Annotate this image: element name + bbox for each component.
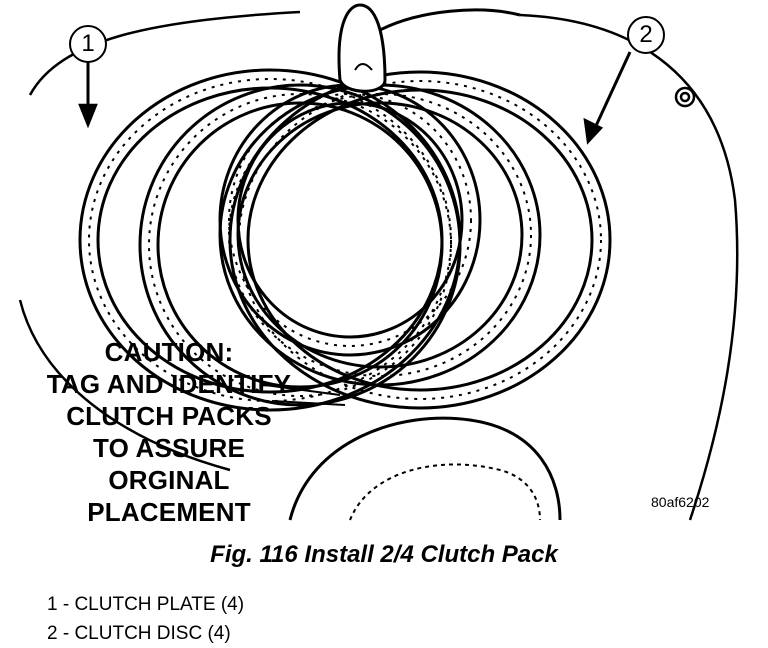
caution-leader	[264, 384, 346, 406]
fingers	[337, 3, 387, 93]
caution-line: PLACEMENT	[87, 497, 251, 527]
transmission-case-outline	[28, 10, 739, 521]
caution-line: TAG AND IDENTIFY	[46, 369, 292, 399]
hub-splines	[288, 416, 562, 521]
callout-2: 2	[627, 16, 665, 54]
caution-line: CAUTION:	[104, 337, 234, 367]
clutch-discs	[218, 70, 612, 410]
legend-item: 1 - CLUTCH PLATE (4)	[47, 594, 245, 615]
callout-1: 1	[69, 25, 107, 63]
caution-line: CLUTCH PACKS	[66, 401, 272, 431]
caution-note: CAUTION: TAG AND IDENTIFY CLUTCH PACKS T…	[30, 336, 308, 528]
case-bolt-hole	[674, 86, 696, 108]
caution-line: TO ASSURE	[92, 433, 246, 463]
legend-item: 2 - CLUTCH DISC (4)	[47, 623, 231, 644]
caution-line: ORGINAL	[108, 465, 230, 495]
legend: 1 - CLUTCH PLATE (4) 2 - CLUTCH DISC (4)	[47, 590, 244, 648]
callout-2-leader	[593, 51, 632, 129]
figure-id: 80af6202	[651, 494, 710, 510]
clutch-pack-illustration	[18, 3, 739, 521]
figure-caption: Fig. 116 Install 2/4 Clutch Pack	[210, 541, 558, 568]
